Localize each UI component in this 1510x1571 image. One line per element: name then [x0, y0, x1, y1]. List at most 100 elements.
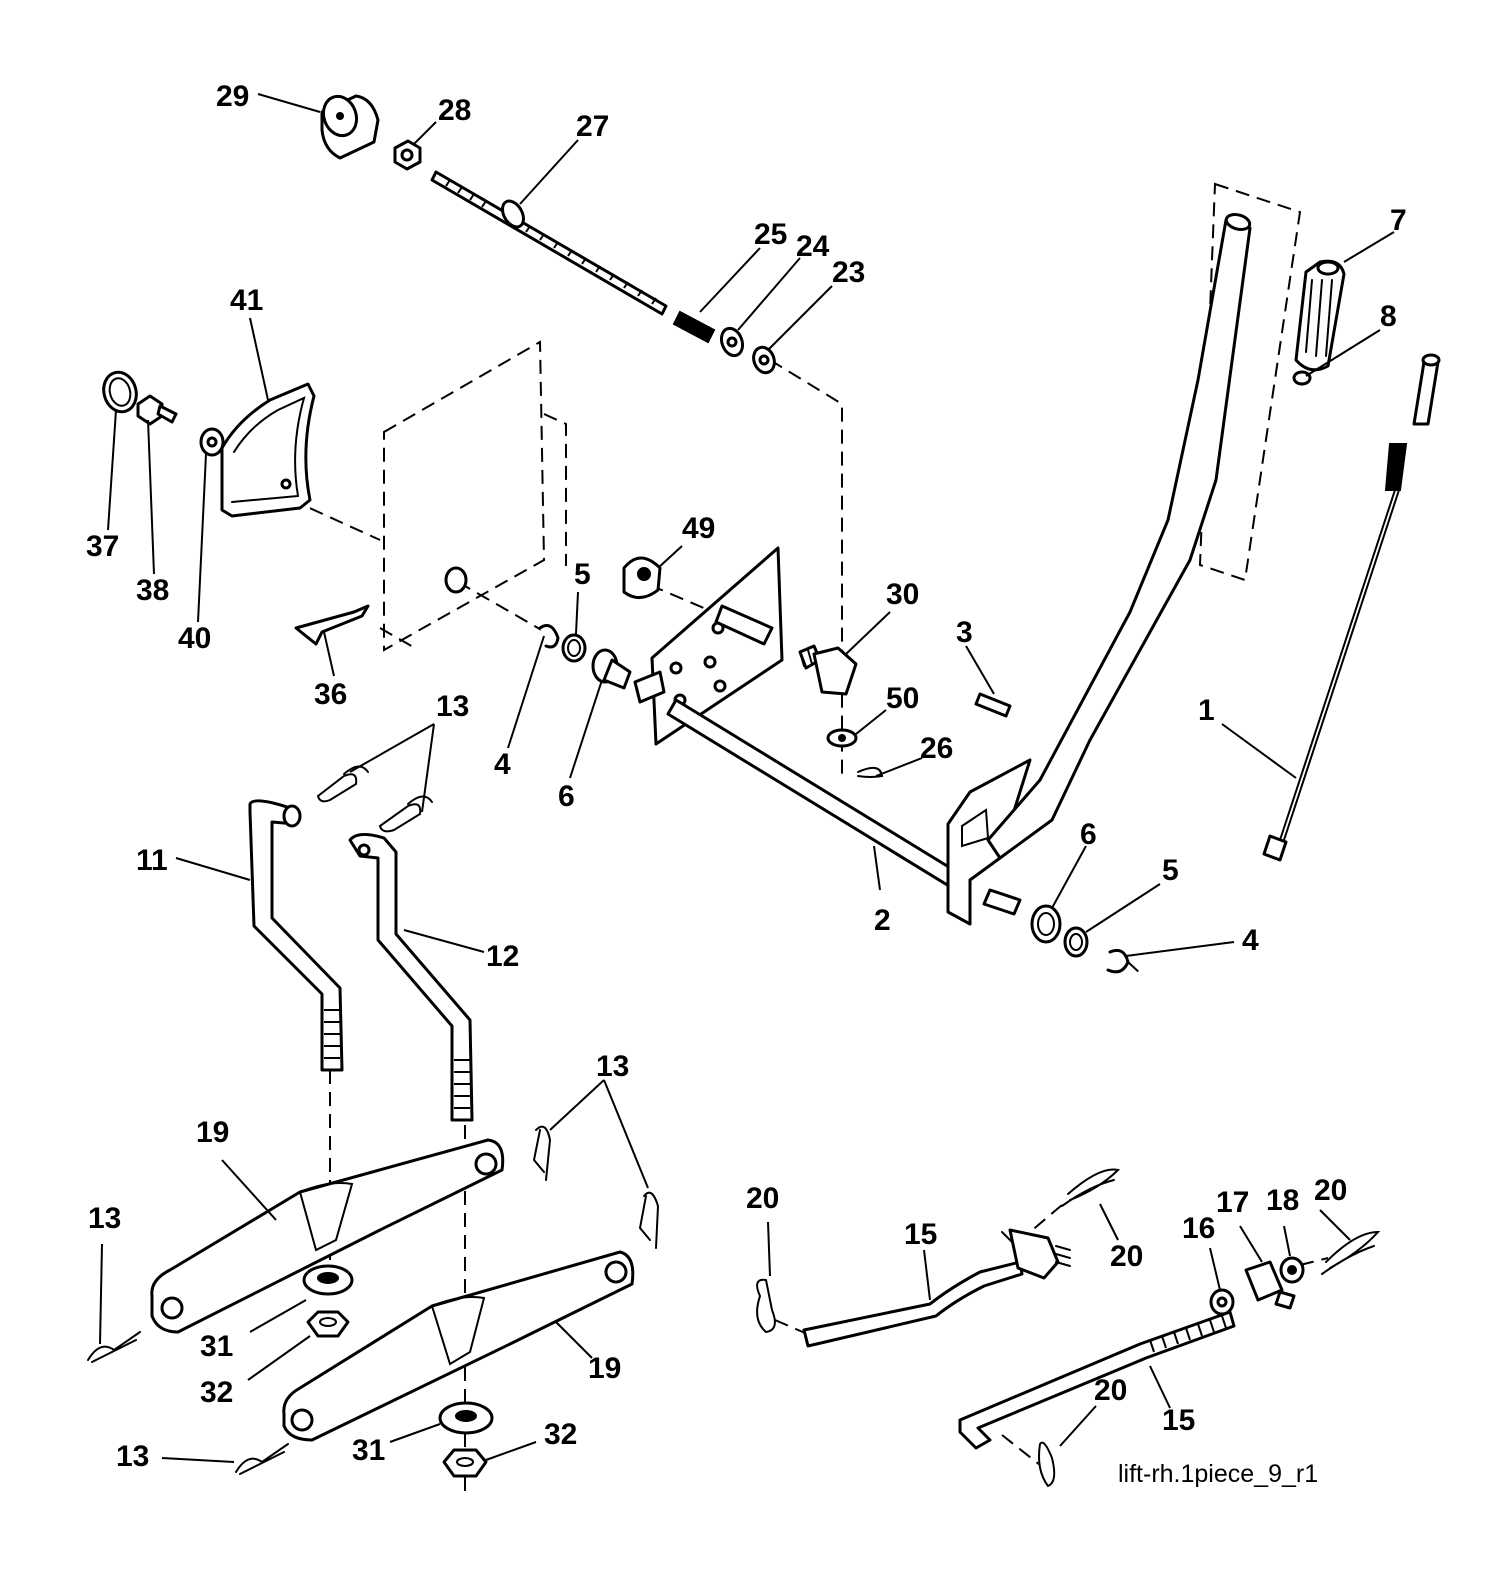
- nut-32-lower: [442, 1448, 488, 1478]
- callout-32-lower: 32: [544, 1418, 577, 1451]
- washer-5-upper: [561, 633, 587, 663]
- callout-20-upper: 20: [1110, 1240, 1143, 1273]
- bolt-38: [136, 394, 178, 426]
- threaded-rod-27: [430, 170, 668, 316]
- spring-25: [672, 310, 716, 344]
- panel-pin: [444, 566, 468, 594]
- nut-28: [393, 139, 422, 171]
- callout-4-upper: 4: [494, 748, 511, 781]
- callout-19-lower: 19: [588, 1352, 621, 1385]
- link-11: [248, 799, 344, 1072]
- callout-28: 28: [438, 94, 471, 127]
- callout-27: 27: [576, 110, 609, 143]
- callout-13-mid: 13: [596, 1050, 629, 1083]
- callout-16: 16: [1182, 1212, 1215, 1245]
- rod-1: [1262, 353, 1441, 862]
- diagram-caption: lift-rh.1piece_9_r1: [1118, 1460, 1318, 1488]
- hitch-pin-13-upper-a: [316, 765, 369, 803]
- grip-7: [1294, 259, 1346, 372]
- callout-5-lower: 5: [1162, 854, 1179, 887]
- callout-40: 40: [178, 622, 211, 655]
- callout-5-upper: 5: [574, 558, 591, 591]
- quadrant-41: [220, 382, 316, 518]
- callout-37: 37: [86, 530, 119, 563]
- callout-24: 24: [796, 230, 830, 263]
- hitch-pin-13-left: [87, 1331, 141, 1363]
- rod-15-lower: [958, 1310, 1236, 1450]
- hair-pin-20-upper: [1061, 1168, 1120, 1207]
- callout-26: 26: [920, 732, 953, 765]
- callout-6-lower: 6: [1080, 818, 1097, 851]
- callout-11: 11: [136, 844, 168, 877]
- bushing-6-upper: [591, 648, 632, 690]
- lift-shaft-2: [633, 546, 1032, 926]
- block-17: [1244, 1260, 1296, 1310]
- washer-24: [719, 326, 745, 358]
- nut-16: [1209, 1288, 1235, 1316]
- hitch-pin-13-bottom: [235, 1443, 289, 1475]
- pin-3: [974, 692, 1012, 718]
- hair-pin-20-right: [1321, 1230, 1381, 1275]
- callout-19-upper: 19: [196, 1116, 229, 1149]
- washer-50: [826, 728, 858, 748]
- bushing-31-upper: [302, 1264, 354, 1296]
- hitch-pin-13-upper-b: [378, 795, 433, 833]
- washer-5-lower: [1063, 926, 1089, 958]
- callout-15-lower: 15: [1162, 1404, 1195, 1437]
- callout-18: 18: [1266, 1184, 1299, 1217]
- bushing-31-lower: [438, 1401, 494, 1435]
- arm-19-lower: [282, 1250, 635, 1442]
- clip-36: [294, 604, 370, 646]
- pivot-block-30: [798, 644, 858, 696]
- hairpin-26: [857, 766, 884, 778]
- callout-17: 17: [1216, 1186, 1249, 1219]
- hitch-pin-13-mid-b: [638, 1191, 660, 1249]
- nut-23: [752, 345, 776, 375]
- callout-20-left: 20: [746, 1182, 779, 1215]
- callout-1: 1: [1198, 694, 1215, 727]
- callout-20-right: 20: [1314, 1174, 1347, 1207]
- e-clip-4-lower: [1106, 948, 1130, 974]
- e-clip-4-upper: [538, 624, 560, 649]
- callout-38: 38: [136, 574, 169, 607]
- rod-15-upper: [802, 1228, 1071, 1348]
- callout-3: 3: [956, 616, 973, 649]
- handle-lever: [986, 213, 1252, 860]
- callout-31-upper: 31: [200, 1330, 233, 1363]
- callout-49: 49: [682, 512, 715, 545]
- hitch-pin-13-mid-a: [532, 1125, 552, 1181]
- leader-lines: [99, 93, 1395, 1463]
- hair-pin-20-left: [756, 1278, 776, 1334]
- callout-13-left: 13: [88, 1202, 121, 1235]
- callout-labels: 29 28 27 25 24 23 41 7 8 37 38 40 49 30 …: [86, 80, 1407, 1488]
- callout-32-upper: 32: [200, 1376, 233, 1409]
- callout-12: 12: [486, 940, 519, 973]
- washer-40: [199, 427, 225, 457]
- callout-20-bottom: 20: [1094, 1374, 1127, 1407]
- grommet-49: [622, 556, 662, 599]
- link-12: [348, 833, 474, 1122]
- nut-32-upper: [306, 1310, 350, 1338]
- callout-13-upper: 13: [436, 690, 469, 723]
- nut-18: [1279, 1256, 1305, 1284]
- callout-25: 25: [754, 218, 787, 251]
- callout-31-lower: 31: [352, 1434, 385, 1467]
- callout-2: 2: [874, 904, 891, 937]
- callout-29: 29: [216, 80, 249, 113]
- callout-13-bottom: 13: [116, 1440, 149, 1473]
- assembly-guide-lines: [269, 182, 1329, 1495]
- arm-19-upper: [150, 1138, 505, 1334]
- callout-23: 23: [832, 256, 865, 289]
- ring-37: [102, 370, 138, 414]
- callout-8: 8: [1380, 300, 1397, 333]
- callout-30: 30: [886, 578, 919, 611]
- callout-36: 36: [314, 678, 347, 711]
- knob-29: [320, 94, 380, 160]
- callout-6-upper: 6: [558, 780, 575, 813]
- bushing-6-lower: [1030, 904, 1062, 944]
- hair-pin-20-bottom: [1038, 1441, 1056, 1488]
- callout-50: 50: [886, 682, 919, 715]
- clip-8: [1292, 370, 1312, 386]
- callout-15-upper: 15: [904, 1218, 937, 1251]
